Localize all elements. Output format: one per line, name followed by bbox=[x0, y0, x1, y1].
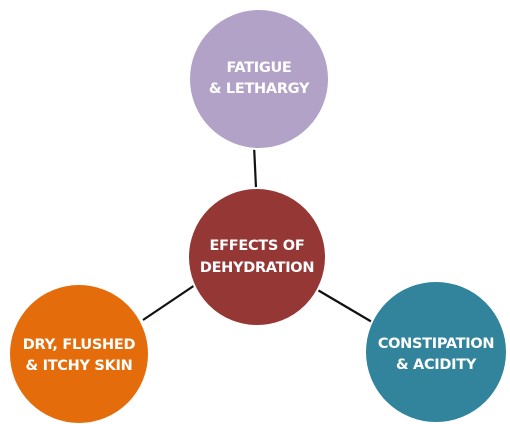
center-label-line2: DEHYDRATION bbox=[200, 260, 314, 276]
node-fatigue: FATIGUE & LETHARGY bbox=[188, 8, 330, 150]
node-skin-label-line2: & ITCHY SKIN bbox=[26, 358, 133, 374]
node-skin: DRY, FLUSHED & ITCHY SKIN bbox=[8, 283, 150, 424]
node-skin-label-line1: DRY, FLUSHED bbox=[23, 337, 136, 353]
node-fatigue-circle bbox=[188, 8, 330, 150]
node-fatigue-label-line2: & LETHARGY bbox=[209, 81, 310, 97]
node-constipation: CONSTIPATION & ACIDITY bbox=[364, 280, 508, 424]
node-constipation-label-line2: & ACIDITY bbox=[396, 357, 477, 373]
node-center-circle bbox=[187, 187, 327, 327]
node-skin-circle bbox=[8, 283, 150, 424]
connector-skin bbox=[142, 282, 199, 321]
node-fatigue-label-line1: FATIGUE bbox=[226, 60, 291, 76]
node-constipation-circle bbox=[364, 280, 508, 424]
connector-fatigue bbox=[252, 144, 258, 189]
node-center: EFFECTS OF DEHYDRATION bbox=[187, 187, 327, 327]
connector-constipation bbox=[315, 288, 373, 323]
center-label-line1: EFFECTS OF bbox=[210, 238, 305, 254]
node-constipation-label-line1: CONSTIPATION bbox=[378, 336, 494, 352]
